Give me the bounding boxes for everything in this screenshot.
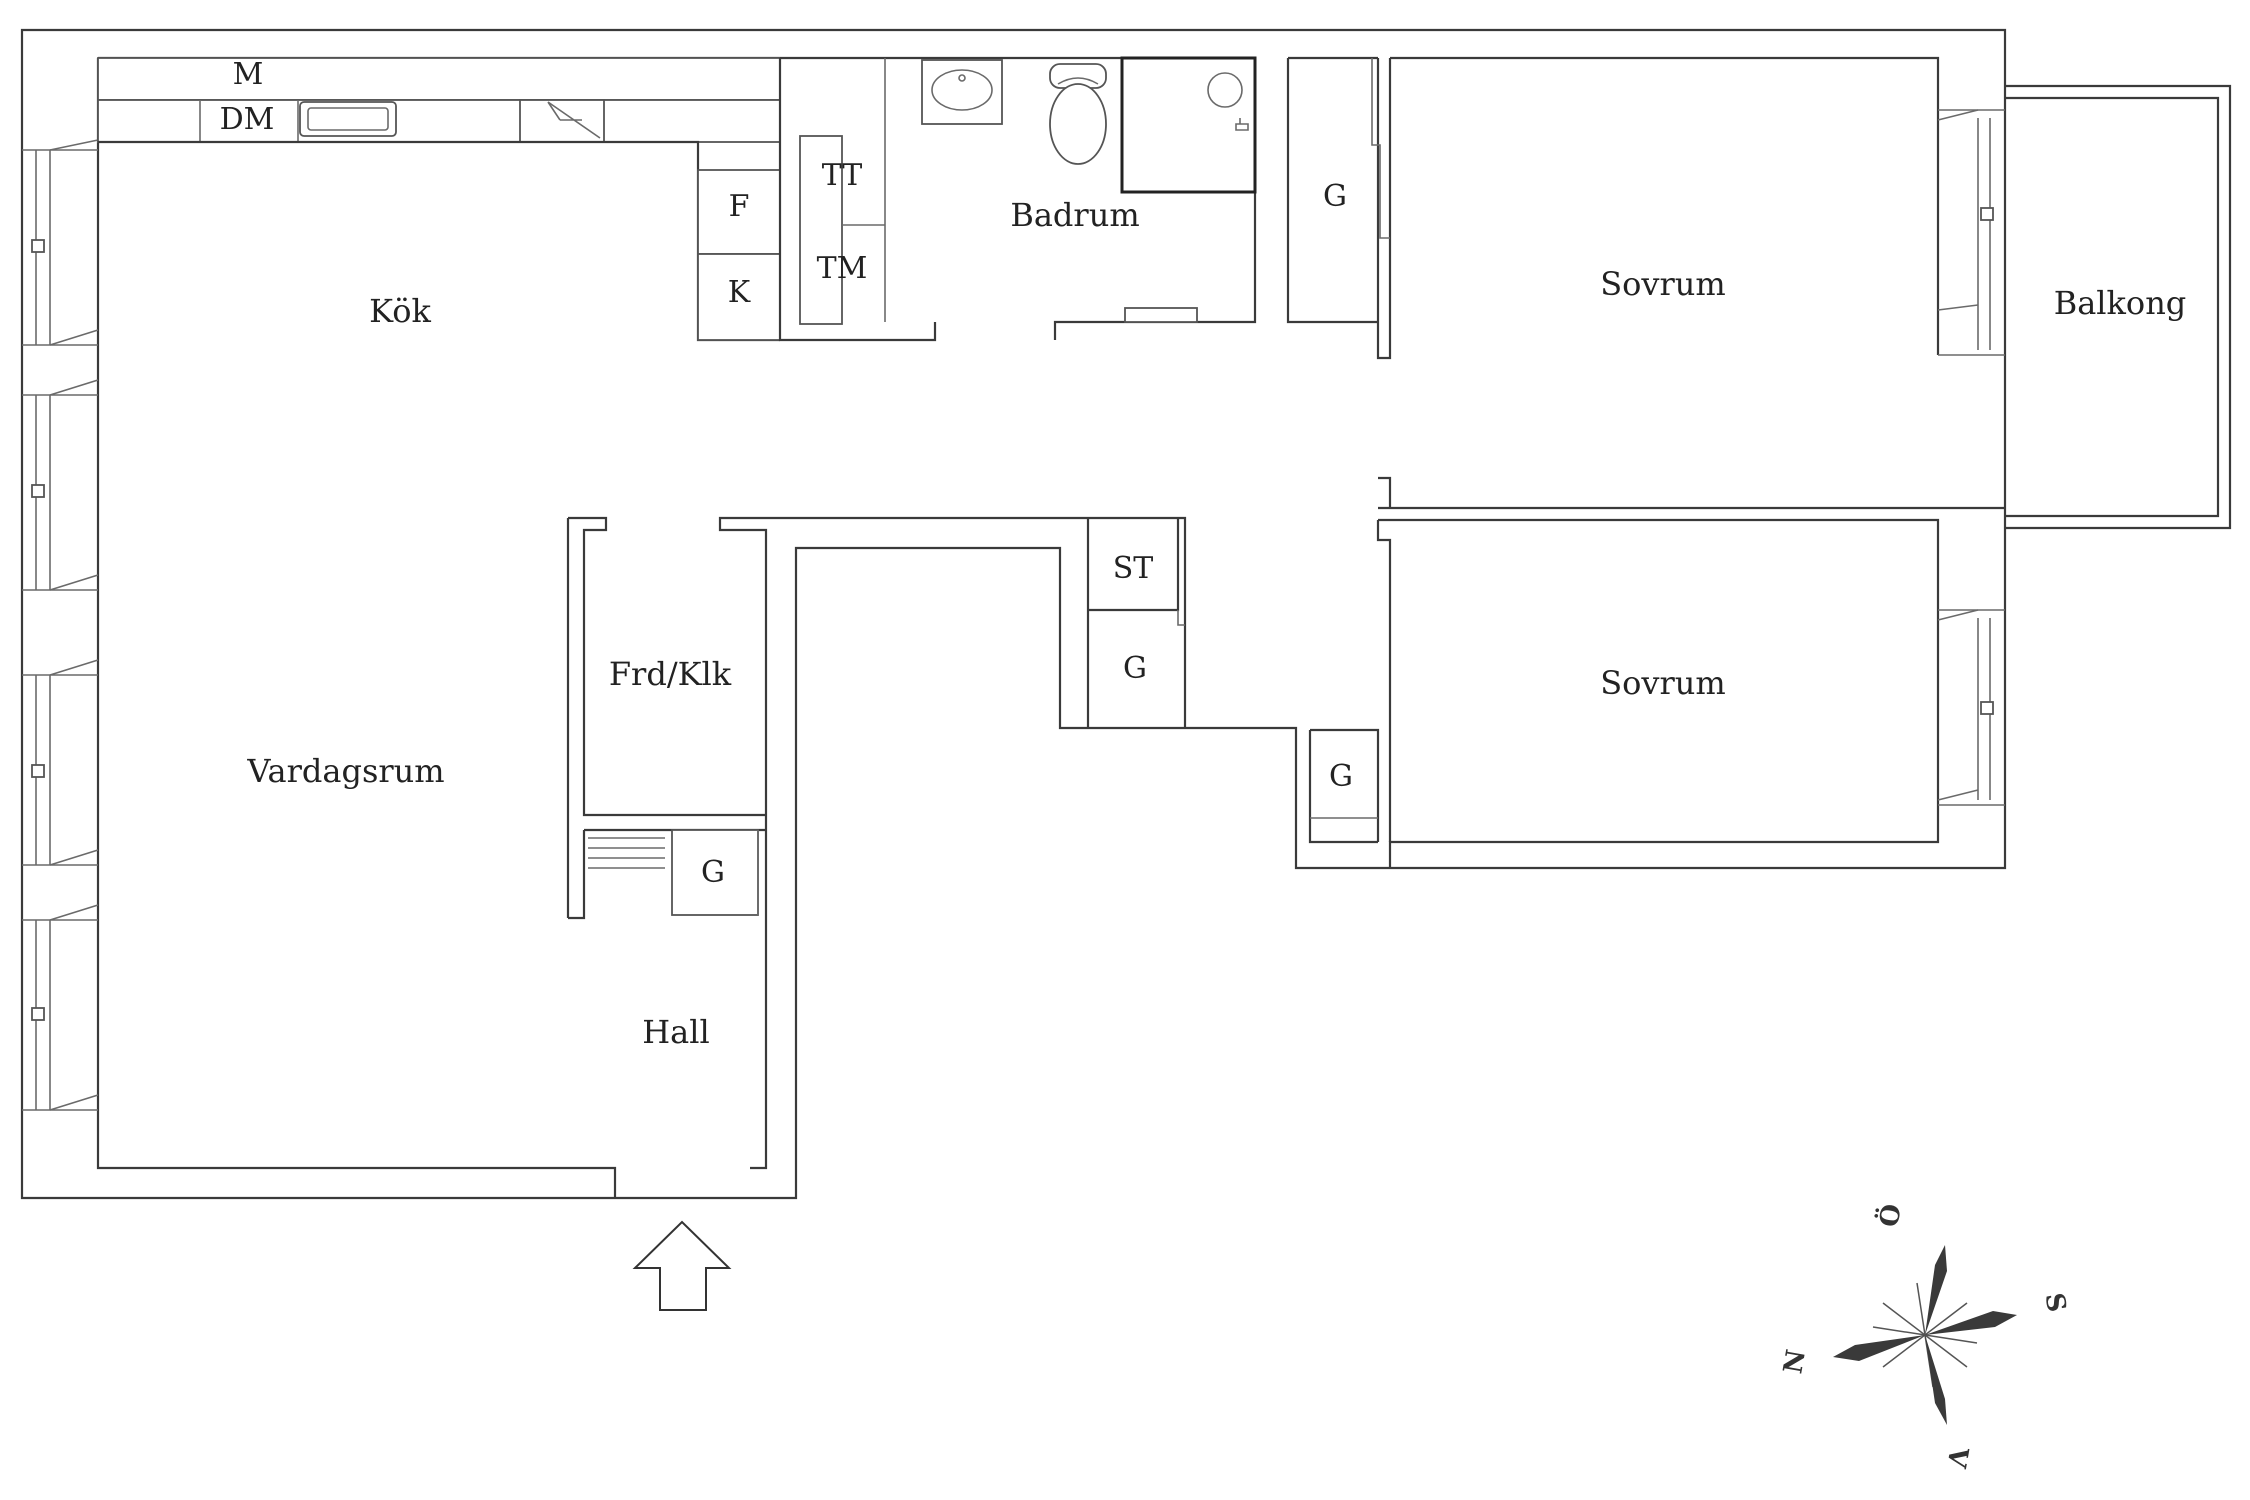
compass-south-arrow (1925, 1311, 2017, 1335)
g-label-hall: G (701, 855, 725, 890)
kitchen-counter-top (97, 57, 781, 101)
stove-corner-icon (519, 99, 605, 143)
entrance-arrow-icon (632, 1220, 732, 1311)
room-label-sovrum-2: Sovrum (1600, 664, 1726, 702)
right-windows (1937, 109, 2005, 806)
compass-label-west: V (1940, 1444, 1973, 1471)
f-label: F (729, 189, 750, 224)
room-label-frd-klk: Frd/Klk (609, 655, 732, 693)
kitchen: M DM F K (97, 57, 781, 342)
st-label: ST (1113, 551, 1154, 586)
hall-storage (566, 516, 766, 920)
compass-label-north: N (1778, 1347, 1812, 1376)
shower-icon (1120, 56, 1257, 194)
corridor-closets (1086, 518, 1185, 728)
g-label-corridor: G (1123, 651, 1147, 686)
compass-label-south: S (2038, 1291, 2071, 1315)
room-label-vardagsrum: Vardagsrum (246, 752, 444, 790)
room-label-balkong: Balkong (2054, 284, 2187, 322)
room-label-kok: Kök (369, 292, 431, 330)
compass-north-arrow (1833, 1335, 1925, 1361)
room-label-hall: Hall (642, 1013, 709, 1051)
balcony (2005, 84, 2232, 530)
tm-label: TM (817, 251, 868, 286)
compass-west-arrow (1925, 1335, 1947, 1425)
bathroom: TT TM (778, 56, 1257, 342)
kitchen-sink-icon (299, 101, 397, 137)
m-label: M (233, 57, 264, 92)
compass-rose-icon: Ö S N V (1778, 1202, 2071, 1471)
freezer-unit (697, 253, 781, 341)
bedroom2-closet (1308, 728, 1380, 844)
dm-label: DM (220, 102, 275, 137)
k-label: K (728, 275, 751, 310)
compass-east-arrow (1925, 1245, 1947, 1335)
shoe-rack-icon (588, 837, 665, 869)
bedroom1-closet (1371, 58, 1390, 239)
tt-label: TT (822, 158, 863, 193)
g-label-bedroom2: G (1329, 759, 1353, 794)
room-label-badrum: Badrum (1010, 196, 1139, 234)
compass-label-east: Ö (1872, 1202, 1907, 1230)
room-label-sovrum-1: Sovrum (1600, 265, 1726, 303)
g-label-bedroom-closet: G (1323, 179, 1347, 214)
left-windows (22, 139, 99, 1111)
toilet-icon (1049, 63, 1107, 165)
bathroom-threshold (1124, 307, 1198, 323)
